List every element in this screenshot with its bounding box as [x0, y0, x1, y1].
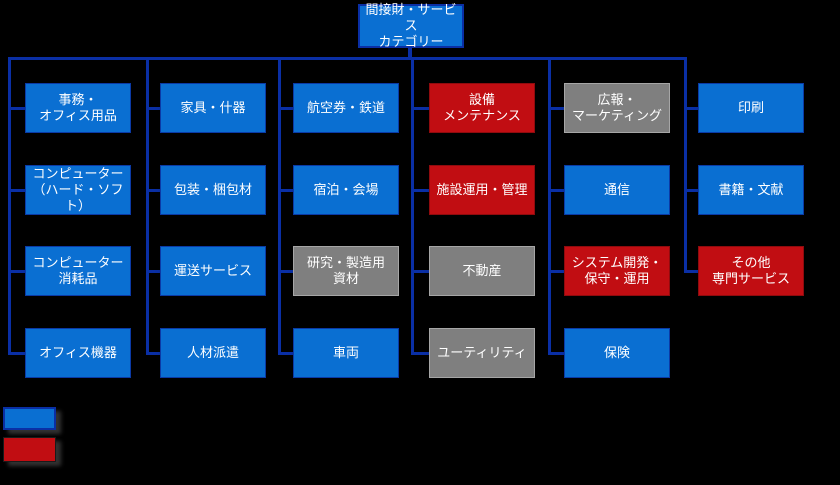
connector-line: [8, 57, 687, 60]
connector-line: [411, 189, 429, 192]
category-box: 不動産: [429, 246, 535, 296]
category-box: 印刷: [698, 83, 804, 133]
category-box: 人材派遣: [160, 328, 266, 378]
connector-line: [8, 107, 25, 110]
category-box: 車両: [293, 328, 399, 378]
connector-line: [278, 57, 281, 355]
category-box: 運送サービス: [160, 246, 266, 296]
category-box: ユーティリティ: [429, 328, 535, 378]
category-box: 施設運用・管理: [429, 165, 535, 215]
category-box: システム開発・ 保守・運用: [564, 246, 670, 296]
connector-line: [548, 107, 564, 110]
connector-line: [278, 189, 293, 192]
connector-line: [548, 270, 564, 273]
category-box: 書籍・文献: [698, 165, 804, 215]
connector-line: [411, 352, 429, 355]
connector-line: [146, 107, 160, 110]
category-box: 宿泊・会場: [293, 165, 399, 215]
connector-line: [548, 352, 564, 355]
connector-line: [278, 270, 293, 273]
root-category-box: 間接財・サービス カテゴリー: [358, 2, 464, 49]
connector-line: [408, 47, 412, 60]
connector-line: [684, 107, 698, 110]
category-box: 広報・ マーケティング: [564, 83, 670, 133]
category-box: コンピューター 消耗品: [25, 246, 131, 296]
connector-line: [278, 352, 293, 355]
connector-line: [146, 189, 160, 192]
legend-swatch-blue: [3, 407, 56, 430]
connector-line: [548, 189, 564, 192]
connector-line: [548, 57, 551, 355]
category-box: その他 専門サービス: [698, 246, 804, 296]
category-box: 設備 メンテナンス: [429, 83, 535, 133]
connector-line: [411, 270, 429, 273]
connector-line: [684, 57, 687, 273]
connector-line: [8, 57, 11, 355]
connector-line: [278, 107, 293, 110]
category-box: コンピューター （ハード・ソフト）: [25, 165, 131, 215]
category-box: 航空券・鉄道: [293, 83, 399, 133]
connector-line: [8, 189, 25, 192]
connector-line: [146, 270, 160, 273]
category-box: 家具・什器: [160, 83, 266, 133]
connector-line: [8, 352, 25, 355]
category-box: 包装・梱包材: [160, 165, 266, 215]
category-box: 事務・ オフィス用品: [25, 83, 131, 133]
category-box: 研究・製造用 資材: [293, 246, 399, 296]
category-box: 保険: [564, 328, 670, 378]
category-box: オフィス機器: [25, 328, 131, 378]
legend-swatch-red: [3, 437, 56, 462]
connector-line: [8, 270, 25, 273]
connector-line: [146, 352, 160, 355]
connector-line: [411, 57, 414, 355]
connector-line: [684, 189, 698, 192]
category-box: 通信: [564, 165, 670, 215]
connector-line: [411, 107, 429, 110]
connector-line: [684, 270, 698, 273]
connector-line: [146, 57, 149, 355]
